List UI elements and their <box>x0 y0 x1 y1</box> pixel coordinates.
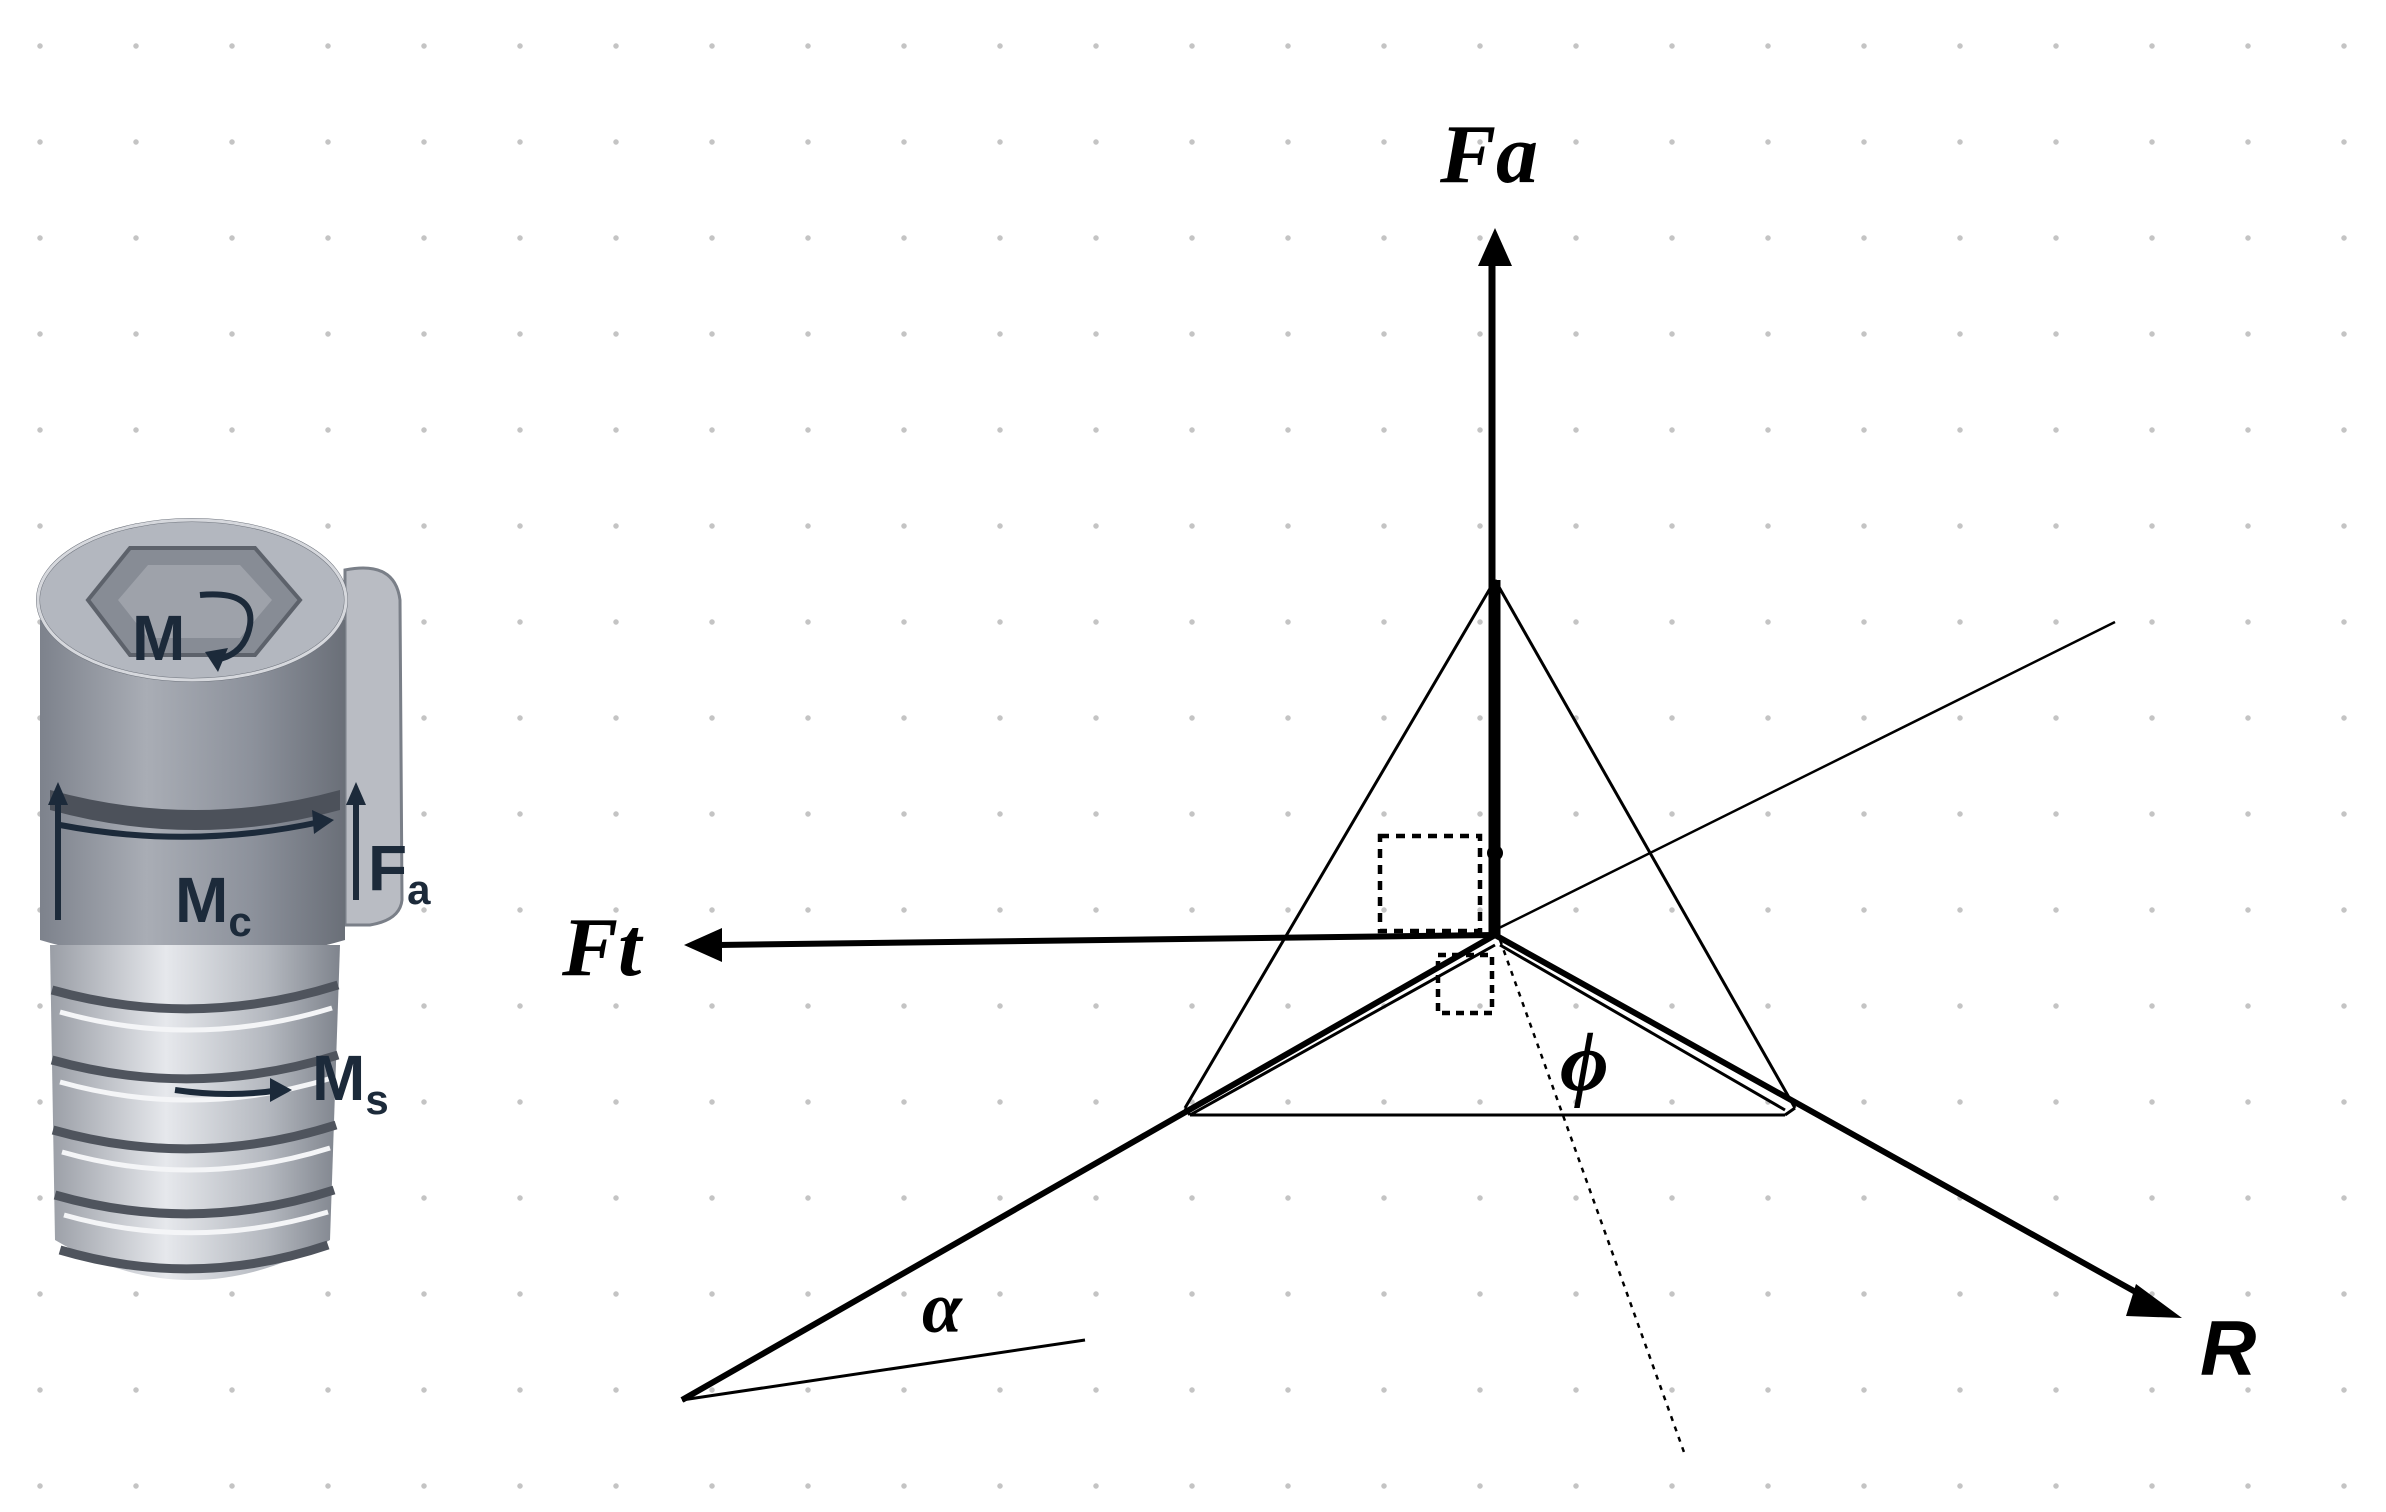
label-r: R <box>2200 1304 2256 1392</box>
label-alpha: α <box>922 1268 963 1348</box>
axis-r-arrowhead <box>2126 1284 2182 1318</box>
reference-line-upper <box>1494 620 2116 932</box>
alpha-reference-line <box>681 1338 1086 1402</box>
label-phi: ϕ <box>1560 1016 1609 1109</box>
implant-upper-body <box>40 620 345 963</box>
rotation-arrow-icon <box>199 591 254 663</box>
implant-thread-grooves <box>50 980 340 1274</box>
rotation-arrow-head <box>205 648 228 672</box>
label-fa: Fa <box>1439 108 1538 201</box>
hex-socket-inner <box>118 565 272 638</box>
force-label-part: Fa <box>368 832 431 913</box>
right-angle-marker-upper <box>1377 833 1483 934</box>
thread-torque-arrow-icon <box>174 1087 281 1097</box>
torque-label-top: M <box>132 602 185 674</box>
axis-ft-arrowhead <box>684 928 722 962</box>
axis-r <box>1493 932 2152 1303</box>
pyramid-edge-left <box>1183 579 1497 1109</box>
label-ft: Ft <box>561 901 644 994</box>
pyramid-edge-right <box>1493 579 1797 1109</box>
axis-node-dot <box>1487 845 1503 861</box>
implant-side-tab <box>343 566 404 927</box>
torque-label-thread: Ms <box>312 1042 389 1123</box>
axis-ft <box>717 932 1496 948</box>
collar-torque-arrow-icon <box>59 819 321 840</box>
torque-label-mid: Mc <box>175 864 252 945</box>
projection-dotted-line <box>1498 939 1687 1456</box>
force-diagram <box>680 228 2182 1456</box>
implant-top-rim <box>36 518 348 682</box>
pyramid-base-right <box>1784 1106 1796 1117</box>
implant-collar <box>50 790 340 830</box>
implant-part-illustration: M Mc Ms Fa <box>36 518 431 1280</box>
implant-thread-body <box>50 945 340 1280</box>
axis-lower-left <box>680 932 1497 1403</box>
axis-fa-arrowhead <box>1478 228 1512 266</box>
